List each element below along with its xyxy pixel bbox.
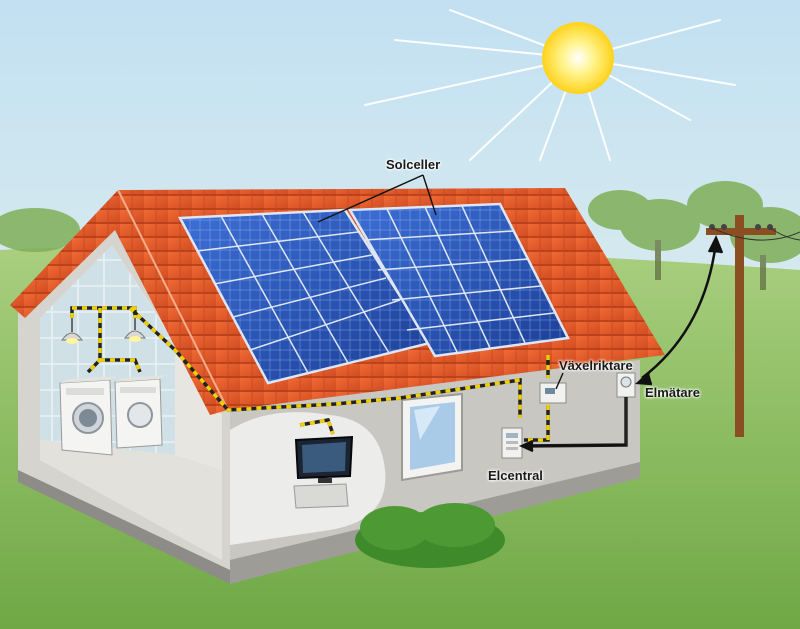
- inverter-icon: [539, 382, 567, 404]
- solar-panel-icon: [177, 208, 432, 385]
- label-leader-lines: [317, 174, 564, 390]
- washing-machine-icon: [59, 376, 118, 456]
- utility-pole-icon: [706, 215, 800, 437]
- distribution-board-icon: [501, 427, 523, 459]
- window-icon: [401, 392, 463, 482]
- label-solceller: Solceller: [386, 157, 441, 172]
- label-elmatare: Elmätare: [645, 385, 700, 400]
- floor: [40, 440, 222, 560]
- grid-connection-arrow: [518, 234, 724, 453]
- solar-panel-icon: [347, 202, 570, 358]
- meter-icon: [616, 372, 636, 398]
- shrub: [355, 503, 505, 568]
- roof-gable-edge: [10, 190, 228, 415]
- dryer-icon: [114, 375, 166, 449]
- label-vaxelriktare: Växelriktare: [559, 358, 633, 373]
- sun-icon: [364, 9, 736, 161]
- ceiling-lamp-icon: [124, 318, 146, 342]
- label-elcentral: Elcentral: [488, 468, 543, 483]
- tv-icon: [293, 435, 354, 509]
- ceiling-lamp-icon: [61, 318, 83, 344]
